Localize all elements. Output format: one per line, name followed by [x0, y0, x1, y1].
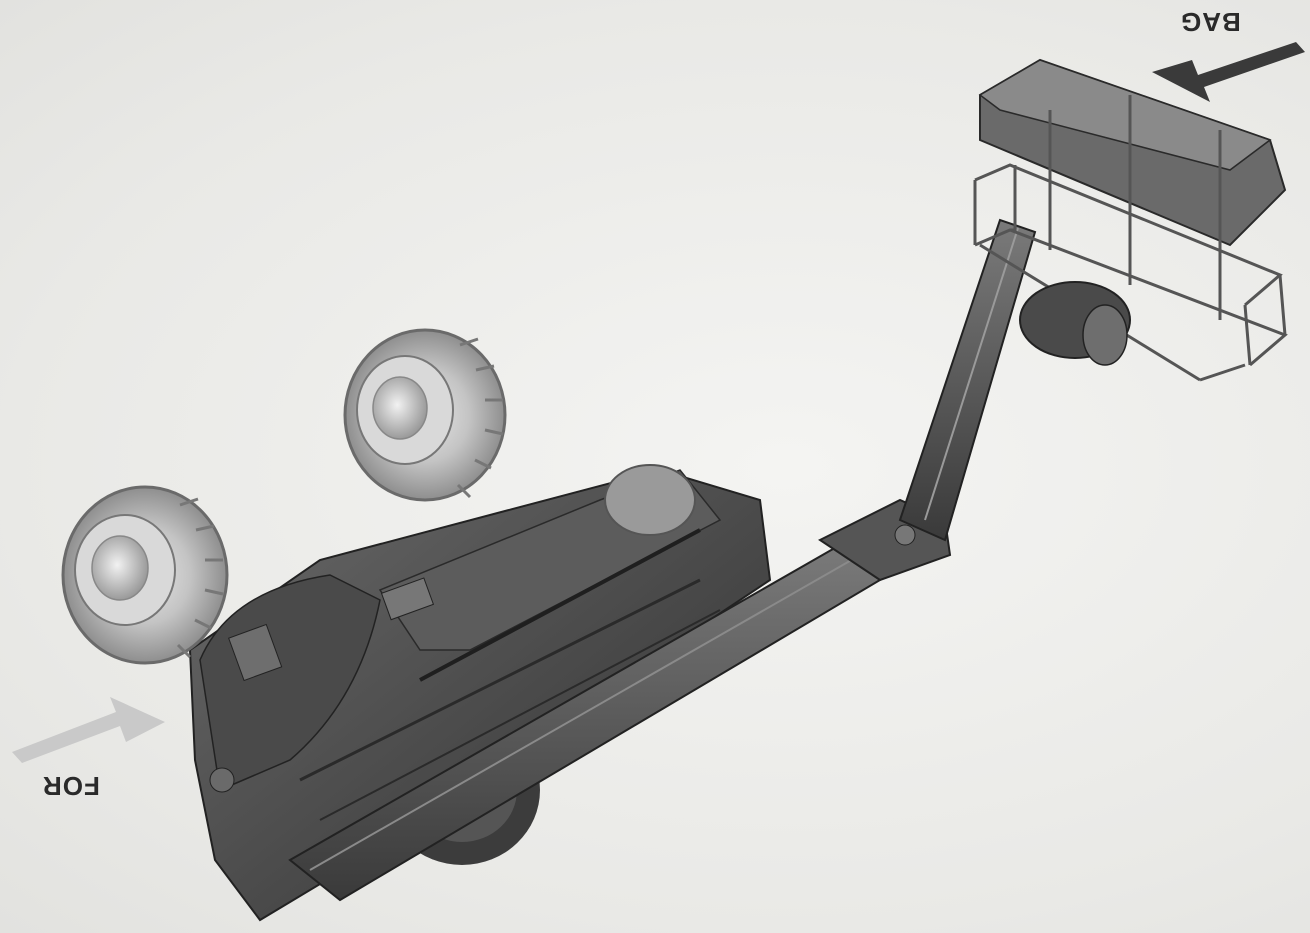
front-right-tire [343, 328, 507, 502]
upper-boom [898, 218, 1037, 542]
front-left-tire [61, 485, 229, 665]
forward-direction-label: FOR [42, 771, 100, 801]
platform-basket [973, 58, 1288, 382]
arrow-backward-icon [1152, 42, 1305, 102]
rear-right-tire [604, 464, 696, 536]
arrow-forward-icon [12, 697, 165, 763]
backward-direction-label: BAG [1180, 7, 1241, 37]
